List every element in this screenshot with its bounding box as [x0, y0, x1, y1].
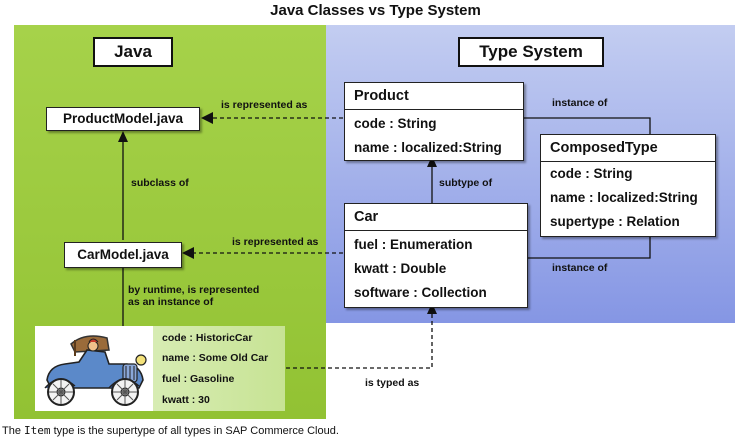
typed-as-line [286, 312, 433, 369]
java-panel-title: Java [93, 37, 173, 67]
instance-of-label-2: instance of [552, 262, 608, 274]
product-class-box: Product code : String name : localized:S… [344, 82, 524, 161]
caption-code: Item [24, 424, 51, 437]
typed-as-label: is typed as [365, 377, 420, 389]
represented-as-label-2: is represented as [232, 236, 319, 248]
product-class-name: Product [345, 83, 523, 110]
typed-as-arrowhead [427, 303, 437, 314]
instance-row-code: code : HistoricCar [162, 332, 253, 344]
car-class-box: Car fuel : Enumeration kwatt : Double so… [344, 203, 528, 308]
instance-attributes-background [153, 326, 285, 411]
instance-of-line-2 [527, 232, 651, 259]
type-system-panel-title: Type System [458, 37, 604, 67]
product-model-box: ProductModel.java [46, 107, 200, 131]
instance-of-label-1: instance of [552, 97, 608, 109]
composed-type-attribute: supertype : Relation [550, 214, 680, 229]
car-attribute: software : Collection [354, 285, 487, 300]
subclass-of-arrowhead [118, 131, 128, 142]
instance-of-line-1 [523, 117, 651, 137]
instance-row-fuel: fuel : Gasoline [162, 373, 235, 385]
instance-row-name: name : Some Old Car [162, 352, 269, 364]
car-class-name: Car [345, 204, 527, 231]
subtype-of-label: subtype of [439, 177, 493, 189]
runtime-label-line1: by runtime, is represented [128, 284, 260, 296]
car-attribute: kwatt : Double [354, 261, 447, 276]
figure-caption: The Item type is the supertype of all ty… [2, 424, 339, 437]
car-instance-panel: code : HistoricCar name : Some Old Car f… [35, 326, 285, 411]
car-attribute: fuel : Enumeration [354, 237, 473, 252]
represented-as-label-1: is represented as [221, 99, 308, 111]
represented-as-arrowhead-2 [182, 247, 194, 259]
composed-type-attribute: code : String [550, 166, 633, 181]
subclass-of-label: subclass of [131, 177, 189, 189]
diagram-title: Java Classes vs Type System [270, 2, 481, 19]
subtype-of-arrowhead [427, 156, 437, 167]
vintage-car-illustration [44, 335, 147, 406]
instance-row-kwatt: kwatt : 30 [162, 394, 210, 406]
product-attribute: name : localized:String [354, 140, 502, 155]
runtime-label-line2: as an instance of [128, 296, 214, 308]
product-attribute: code : String [354, 116, 437, 131]
composed-type-attribute: name : localized:String [550, 190, 698, 205]
composed-type-class-box: ComposedType code : String name : locali… [540, 134, 716, 237]
car-model-box: CarModel.java [64, 242, 182, 268]
composed-type-class-name: ComposedType [541, 135, 715, 162]
represented-as-arrowhead-1 [201, 112, 213, 124]
